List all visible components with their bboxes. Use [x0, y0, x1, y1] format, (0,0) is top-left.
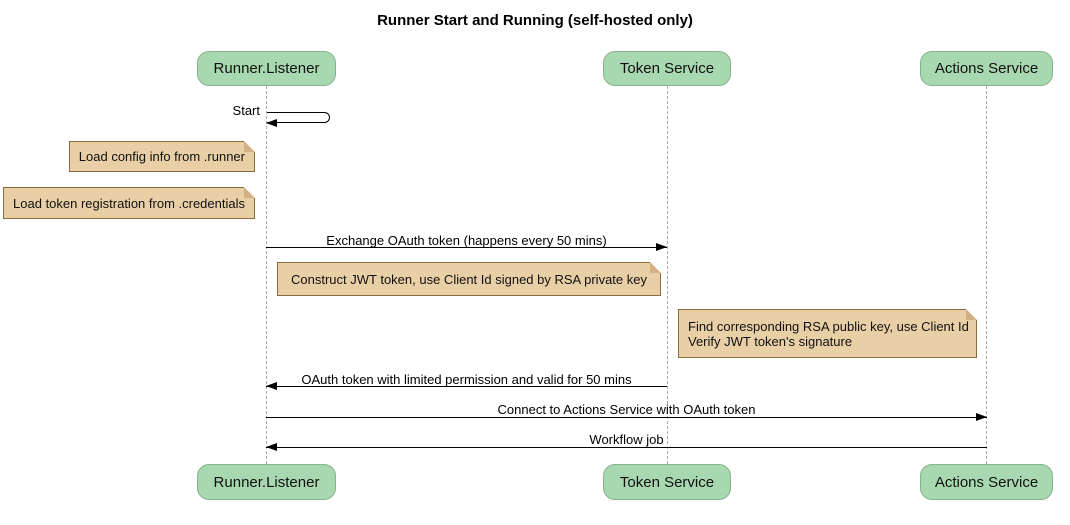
participant-actions-service-top: Actions Service [920, 51, 1053, 86]
note-construct-jwt: Construct JWT token, use Client Id signe… [277, 262, 661, 296]
note-load-config: Load config info from .runner [68, 141, 256, 172]
note-text-line2: Verify JWT token's signature [688, 333, 853, 349]
message-oauth-return-label: OAuth token with limited permission and … [301, 372, 632, 387]
note-load-token: Load token registration from .credential… [3, 187, 255, 219]
message-start-self-loop [267, 112, 330, 123]
participant-runner-listener-bottom: Runner.Listener [197, 464, 336, 500]
lifeline-actions-service [986, 86, 987, 464]
participant-label: Actions Service [934, 60, 1039, 77]
message-connect-label: Connect to Actions Service with OAuth to… [497, 402, 756, 417]
participant-label: Token Service [619, 60, 715, 77]
participant-token-service-bottom: Token Service [603, 464, 731, 500]
participant-label: Token Service [619, 473, 715, 491]
message-oauth-return-line [266, 386, 667, 387]
message-connect-arrowhead [976, 413, 987, 421]
message-connect-line [266, 417, 987, 418]
note-text: Construct JWT token, use Client Id signe… [291, 271, 647, 287]
message-workflow-line [266, 447, 987, 448]
participant-label: Actions Service [934, 473, 1039, 491]
lifeline-token-service [667, 86, 668, 464]
lifeline-runner-listener [266, 86, 267, 464]
note-text-line1: Find corresponding RSA public key, use C… [688, 318, 969, 334]
message-exchange-line [266, 247, 667, 248]
participant-label: Runner.Listener [213, 60, 320, 77]
note-text: Load token registration from .credential… [13, 195, 245, 211]
participant-actions-service-bottom: Actions Service [920, 464, 1053, 500]
message-start-arrowhead [266, 119, 277, 127]
participant-runner-listener-top: Runner.Listener [197, 51, 336, 86]
message-workflow-arrowhead [266, 443, 277, 451]
message-oauth-return-arrowhead [266, 382, 277, 390]
diagram-title: Runner Start and Running (self-hosted on… [377, 12, 693, 29]
note-verify-jwt: Find corresponding RSA public key, use C… [678, 309, 977, 358]
message-exchange-label: Exchange OAuth token (happens every 50 m… [326, 233, 607, 248]
message-exchange-arrowhead [656, 243, 667, 251]
participant-label: Runner.Listener [213, 473, 320, 491]
note-text: Load config info from .runner [78, 149, 245, 164]
message-workflow-label: Workflow job [589, 432, 664, 447]
message-start-label: Start [232, 103, 260, 118]
participant-token-service-top: Token Service [603, 51, 731, 86]
